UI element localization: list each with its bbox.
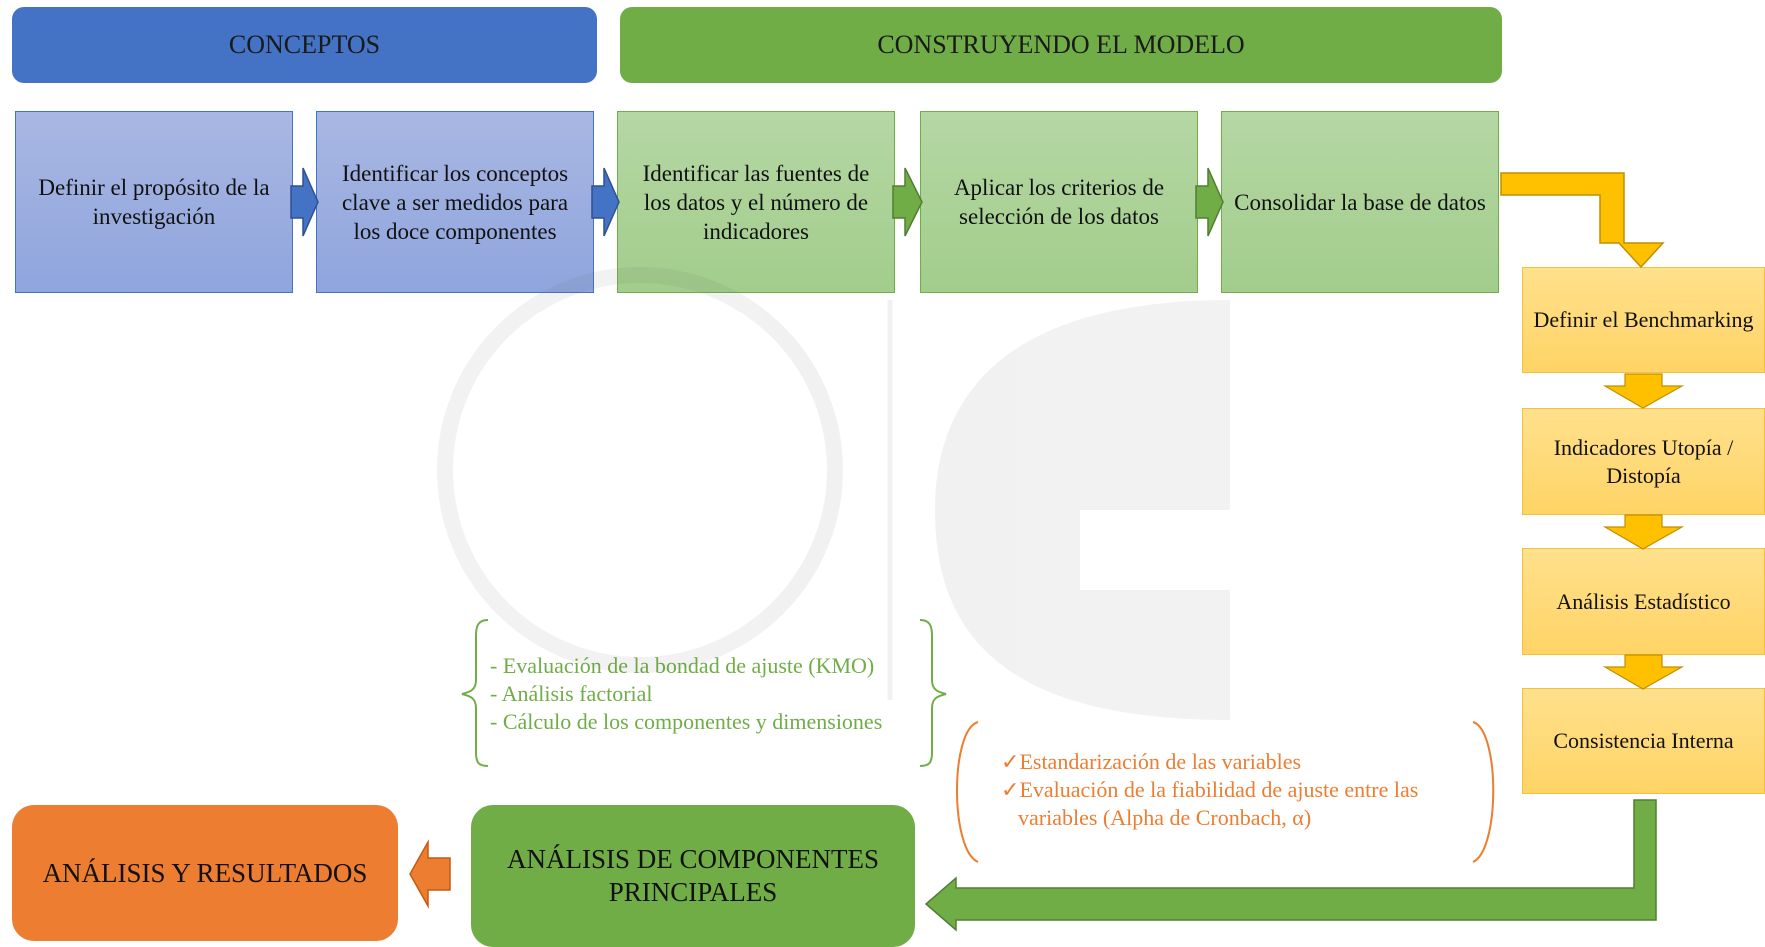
step-utopia-dystopia-indicators: Indicadores Utopía / Distopía bbox=[1522, 408, 1765, 515]
pca-note-factor-analysis: - Análisis factorial bbox=[490, 681, 653, 706]
step-define-purpose: Definir el propósito de la investigación bbox=[15, 111, 293, 293]
arrow-right-icon bbox=[892, 167, 923, 237]
right-parenthesis-icon bbox=[1472, 721, 1495, 863]
consistency-notes: ✓Estandarización de las variables ✓Evalu… bbox=[1001, 748, 1471, 832]
pca-note-kmo: - Evaluación de la bondad de ajuste (KMO… bbox=[490, 653, 875, 678]
bent-arrow-left-icon bbox=[924, 799, 1657, 932]
header-conceptos: CONCEPTOS bbox=[12, 7, 597, 83]
check-icon: ✓ bbox=[1001, 749, 1020, 774]
arrow-right-icon bbox=[290, 167, 319, 237]
step-consolidate-database: Consolidar la base de datos bbox=[1221, 111, 1499, 293]
left-brace-icon bbox=[461, 619, 489, 767]
step-identify-sources: Identificar las fuentes de los datos y e… bbox=[617, 111, 895, 293]
consistency-note-standardization: ✓Estandarización de las variables bbox=[1001, 749, 1302, 774]
watermark-logo bbox=[437, 267, 1230, 720]
arrow-down-icon bbox=[1602, 373, 1685, 409]
arrow-left-icon bbox=[409, 839, 451, 909]
pca-note-components: - Cálculo de los componentes y dimension… bbox=[490, 709, 883, 734]
results-box: ANÁLISIS Y RESULTADOS bbox=[12, 805, 398, 941]
consistency-note-reliability-cont: variables (Alpha de Cronbach, α) bbox=[1018, 805, 1312, 830]
right-brace-icon bbox=[919, 619, 947, 767]
arrow-down-icon bbox=[1602, 514, 1685, 550]
arrow-right-icon bbox=[591, 167, 620, 237]
header-construyendo-el-modelo: CONSTRUYENDO EL MODELO bbox=[620, 7, 1502, 83]
left-parenthesis-icon bbox=[956, 721, 979, 863]
pca-box: ANÁLISIS DE COMPONENTES PRINCIPALES bbox=[471, 805, 915, 947]
bent-arrow-down-icon bbox=[1500, 172, 1665, 269]
arrow-right-icon bbox=[1195, 167, 1224, 237]
consistency-note-reliability: ✓Evaluación de la fiabilidad de ajuste e… bbox=[1001, 777, 1419, 802]
step-identify-concepts: Identificar los conceptos clave a ser me… bbox=[316, 111, 594, 293]
step-apply-criteria: Aplicar los criterios de selección de lo… bbox=[920, 111, 1198, 293]
pca-notes: - Evaluación de la bondad de ajuste (KMO… bbox=[490, 652, 930, 736]
arrow-down-icon bbox=[1602, 654, 1685, 690]
check-icon: ✓ bbox=[1001, 777, 1020, 802]
